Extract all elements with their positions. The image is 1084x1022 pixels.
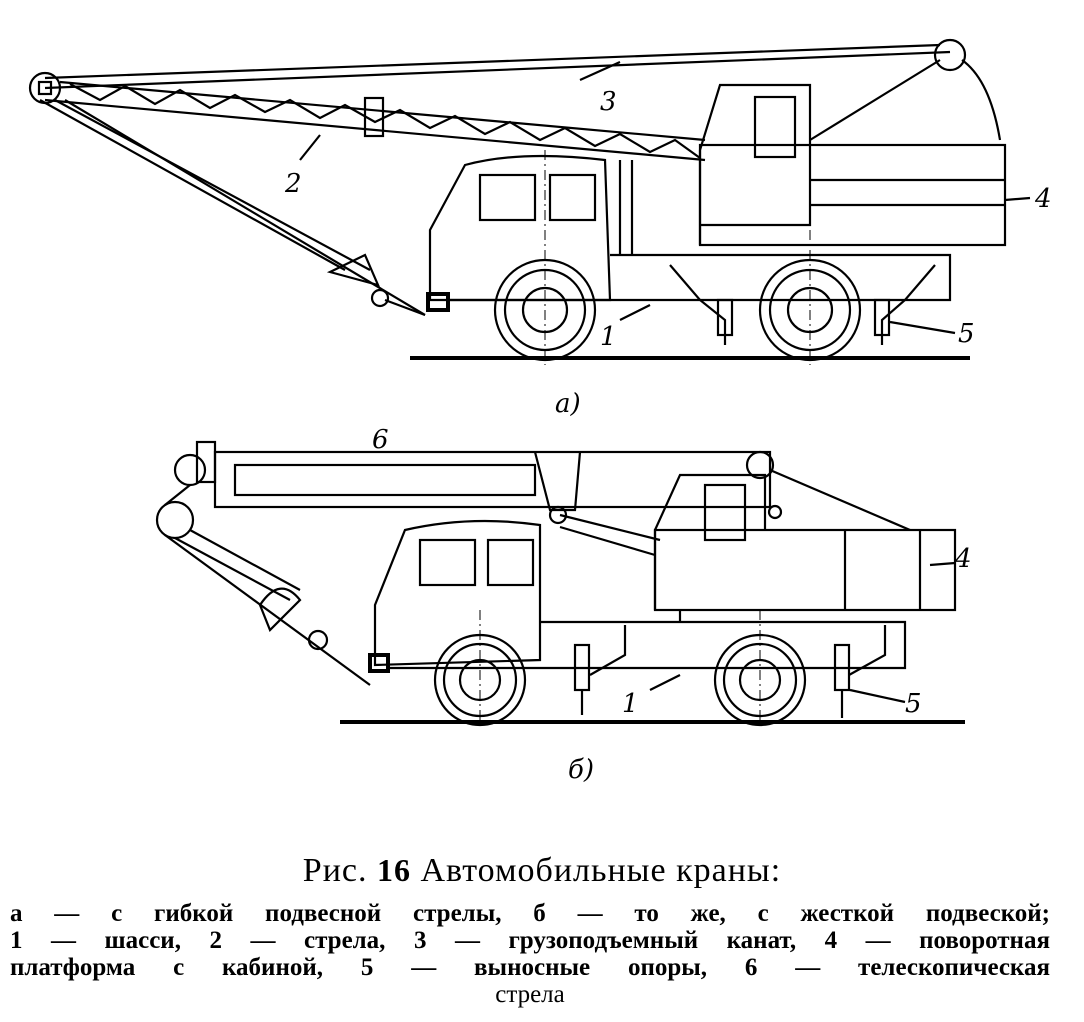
subfigure-label-a: а) [555, 389, 581, 419]
hoist-rope [44, 50, 951, 90]
label-rope: 3 [600, 87, 617, 117]
telescopic-boom [213, 450, 775, 512]
boom-head-b [155, 500, 195, 540]
outriggers-b [573, 625, 887, 718]
label-platform-a: 4 [1034, 184, 1052, 214]
figure-prefix: Рис. [302, 852, 368, 889]
legend-line: 1 — шасси, 2 — стрела, 3 — грузоподъемны… [10, 927, 1050, 954]
hook-block-b [258, 587, 302, 632]
figure-legend: а — с гибкой подвесной стрелы, б — то же… [10, 900, 1050, 1008]
hook-a [370, 288, 390, 308]
hook-b [307, 629, 329, 651]
legend-line: а — с гибкой подвесной стрелы, б — то же… [10, 900, 1050, 927]
label-boom: 2 [284, 169, 302, 199]
crane-b-drawing: 6 4 1 5 б) [155, 425, 972, 785]
rotating-platform-a [698, 83, 1007, 247]
label-chassis-a: 1 [600, 322, 617, 352]
label-chassis-b: 1 [622, 689, 639, 719]
top-pulley [933, 38, 967, 72]
label-outriggers-b: 5 [905, 689, 922, 719]
crane-a-drawing: 3 2 4 1 5 а) [28, 38, 1052, 419]
figure-number: 16 [376, 852, 411, 888]
legend-line: стрела [495, 981, 565, 1008]
figure-title: Рис. 16 Автомобильные краны: [0, 852, 1084, 890]
lattice-boom [44, 43, 941, 162]
subfigure-label-b: б) [568, 755, 594, 785]
crane-drawings: 3 2 4 1 5 а) [28, 38, 1052, 785]
label-platform-b: 4 [954, 544, 972, 574]
truck-cab-a [426, 154, 612, 312]
chassis-a [450, 253, 952, 302]
label-outriggers-a: 5 [958, 319, 975, 349]
figure-title-text: Автомобильные краны: [420, 852, 782, 889]
outriggers-a [669, 264, 936, 345]
label-telescopic-boom: 6 [372, 425, 389, 455]
truck-cab-b [368, 519, 542, 673]
chassis-b [390, 620, 907, 670]
hook-block-a [326, 253, 380, 287]
legend-line: платформа с кабиной, 5 — выносные опоры,… [10, 954, 1050, 981]
rotating-platform-b [653, 473, 957, 622]
